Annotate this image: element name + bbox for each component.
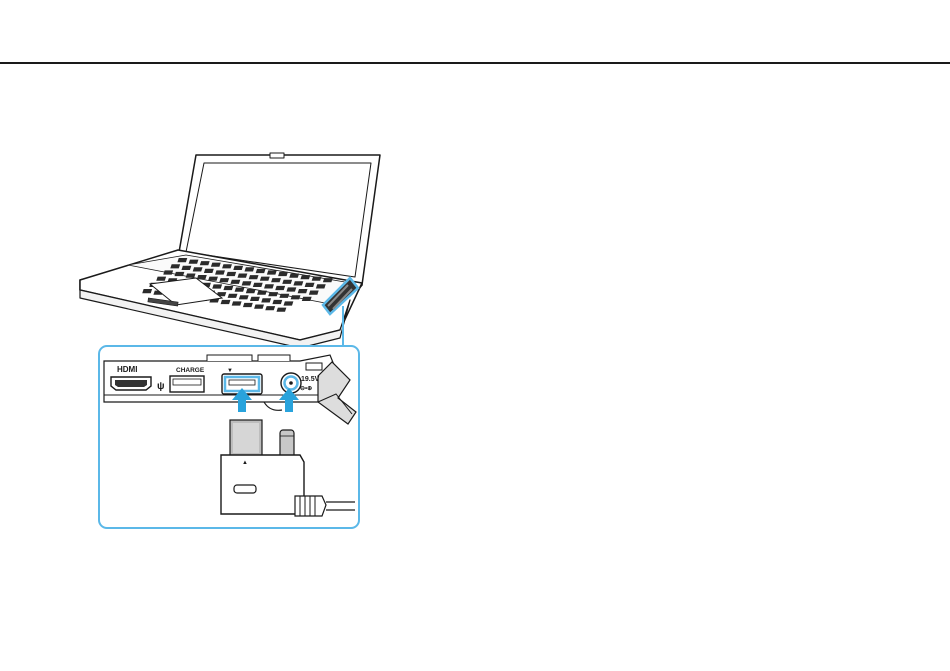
keyboard-key <box>286 287 296 291</box>
keyboard-key <box>267 270 277 274</box>
keyboard-key <box>193 267 203 271</box>
keyboard-key <box>230 280 240 284</box>
keyboard-key <box>260 277 270 281</box>
keyboard-key <box>298 289 308 293</box>
keyboard-key <box>243 303 253 307</box>
hdmi-label: HDMI <box>117 365 137 374</box>
keyboard-key <box>300 275 310 279</box>
keyboard-key <box>239 295 249 299</box>
keyboard-key <box>212 284 222 288</box>
polarity-icon: ⊖•⊕ <box>300 386 312 392</box>
keyboard-key <box>204 269 214 273</box>
keyboard-key <box>279 294 289 298</box>
keyboard-key <box>177 258 187 262</box>
keyboard-key <box>254 305 264 309</box>
keyboard-key <box>142 289 152 293</box>
keyboard-key <box>275 286 285 290</box>
keyboard-key <box>228 294 238 298</box>
keyboard-key <box>256 269 266 273</box>
keyboard-key <box>302 297 312 301</box>
keyboard-key <box>221 300 231 304</box>
usb-marker-icon: ▼ <box>227 368 233 374</box>
laptop <box>80 153 380 348</box>
keyboard-key <box>284 301 294 305</box>
keyboard-key <box>181 266 191 270</box>
usb-symbol-icon: ψ <box>157 381 165 392</box>
keyboard-key <box>156 277 166 281</box>
keyboard-key <box>309 291 319 295</box>
keyboard-key <box>264 284 274 288</box>
keyboard-key <box>189 260 199 264</box>
keyboard-key <box>249 275 259 279</box>
keyboard-key <box>253 283 263 287</box>
keyboard-key <box>272 300 282 304</box>
keyboard-key <box>305 283 315 287</box>
keyboard-key <box>208 277 218 281</box>
keyboard-key <box>197 275 207 279</box>
keyboard-key <box>232 301 242 305</box>
keyboard-key <box>289 274 299 278</box>
keyboard-key <box>222 264 232 268</box>
keyboard-key <box>246 289 256 293</box>
keyboard-key <box>282 280 292 284</box>
usb-charge-port: CHARGE <box>170 367 205 392</box>
keyboard-key <box>200 261 210 265</box>
keyboard-key <box>215 270 225 274</box>
keyboard-key <box>291 295 301 299</box>
keyboard-key <box>250 297 260 301</box>
keyboard-key <box>219 278 229 282</box>
keyboard-key <box>223 286 233 290</box>
keyboard-key <box>242 281 252 285</box>
keyboard-key <box>233 266 243 270</box>
keyboard-key <box>316 284 326 288</box>
keyboard-key <box>186 274 196 278</box>
charge-label: CHARGE <box>176 367 205 374</box>
keyboard-key <box>293 281 303 285</box>
keyboard-key <box>265 306 275 310</box>
keyboard-key <box>244 267 254 271</box>
keyboard-key <box>163 270 173 274</box>
keyboard-key <box>257 291 267 295</box>
keyboard-key <box>261 298 271 302</box>
keyboard-key <box>174 272 184 276</box>
keyboard-key <box>312 277 322 281</box>
keyboard-key <box>278 272 288 276</box>
keyboard-key <box>226 272 236 276</box>
plug-marker-icon: ▲ <box>242 460 248 466</box>
keyboard-key <box>237 274 247 278</box>
keyboard-key <box>211 263 221 267</box>
keyboard-key <box>170 264 180 268</box>
keyboard-key <box>276 308 286 312</box>
voltage-label: 19.5V <box>301 376 320 383</box>
keyboard-key <box>268 292 278 296</box>
keyboard-key <box>271 278 281 282</box>
keyboard-key <box>235 288 245 292</box>
keyboard-key <box>323 278 333 282</box>
